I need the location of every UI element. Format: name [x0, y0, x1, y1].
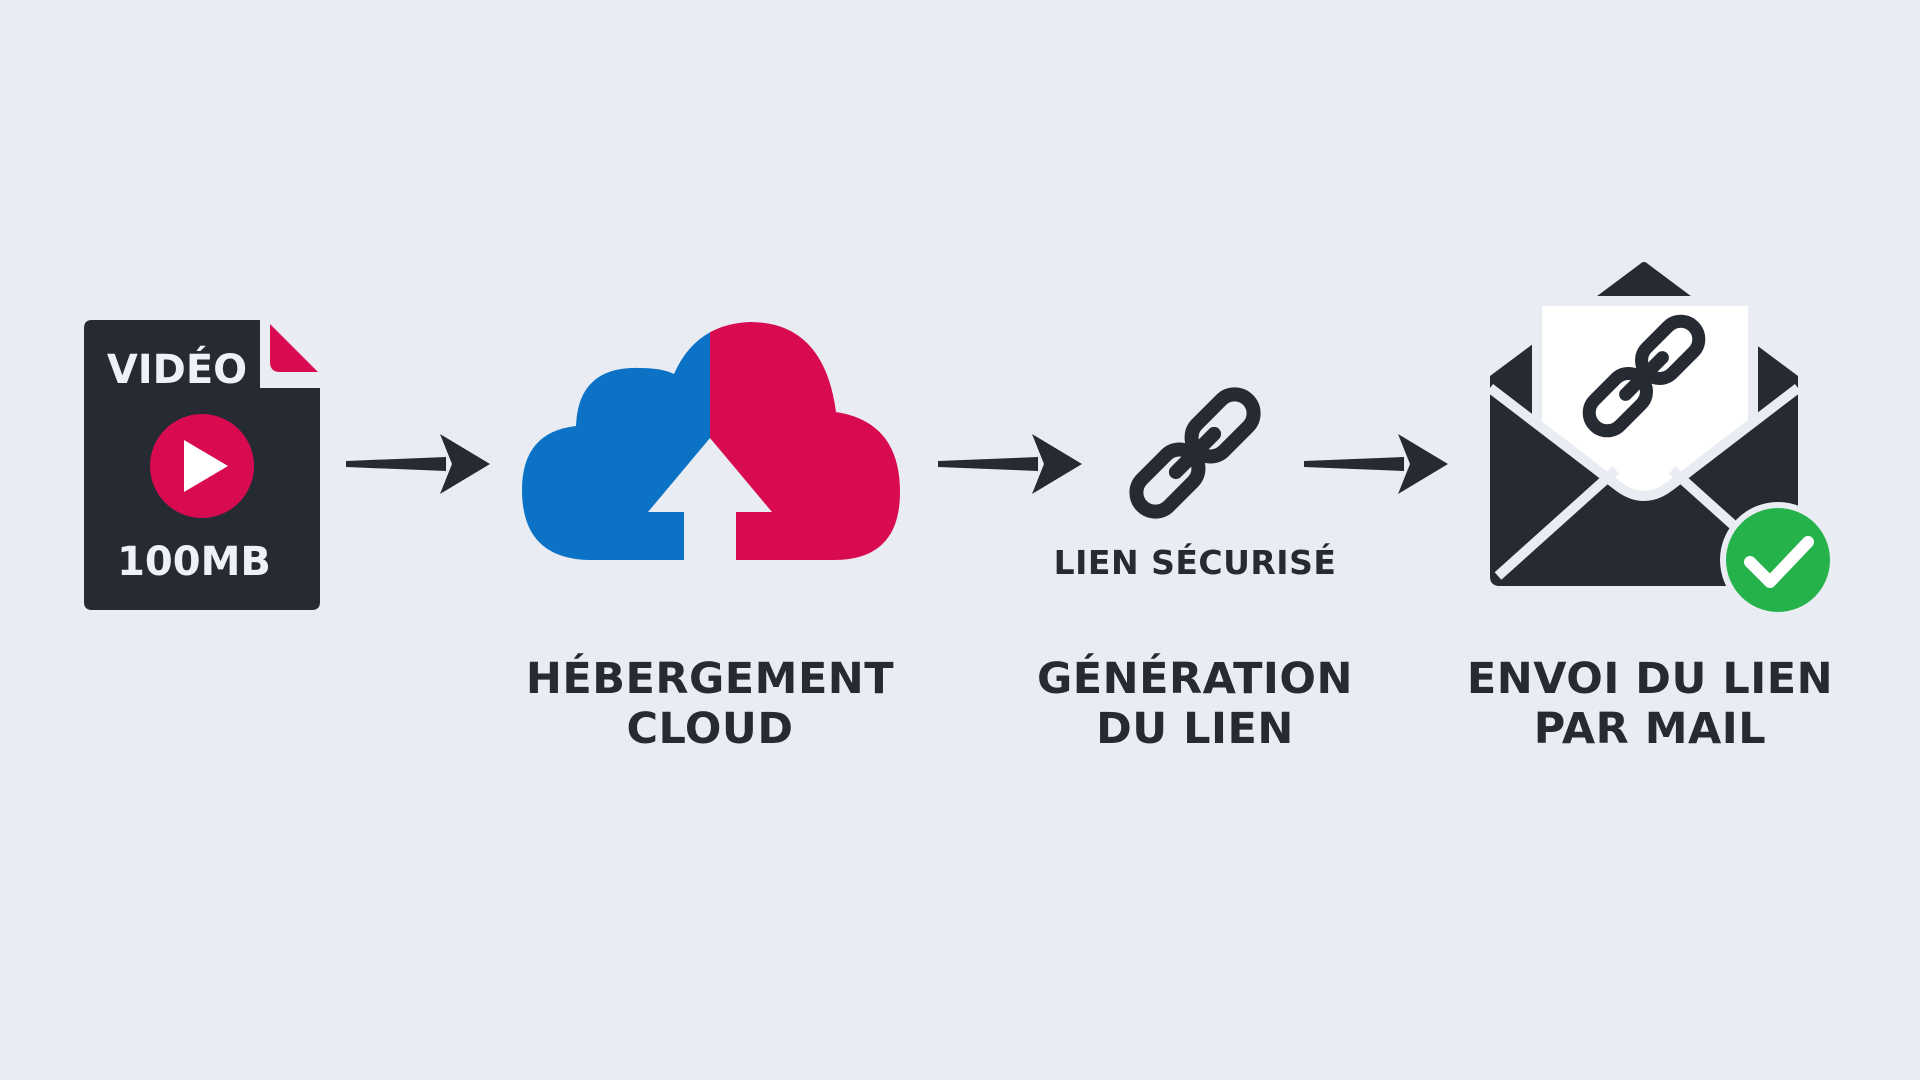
- video-file-icon: [84, 320, 320, 610]
- envelope-link-icon: [1486, 262, 1802, 586]
- step3-caption-line1: GÉNÉRATION: [1037, 654, 1353, 704]
- arrow-right-icon: [938, 434, 1082, 494]
- video-size-label: 100MB: [117, 539, 271, 585]
- link-icon: [1129, 387, 1261, 519]
- step2-caption-line1: HÉBERGEMENT: [525, 654, 895, 704]
- video-type-label: VIDÉO: [106, 347, 248, 393]
- cloud-upload-icon: [522, 322, 900, 562]
- arrow-right-icon: [1304, 434, 1448, 494]
- arrow-right-icon: [346, 434, 490, 494]
- step2-caption: HÉBERGEMENT CLOUD: [520, 654, 900, 754]
- step3-caption-line2: DU LIEN: [1096, 704, 1294, 754]
- check-badge-icon: [1720, 502, 1836, 618]
- upload-arrow-icon: [648, 438, 772, 562]
- step4-caption-line1: ENVOI DU LIEN: [1466, 654, 1834, 704]
- step2-caption-line2: CLOUD: [626, 704, 794, 754]
- check-icon: [1744, 536, 1814, 588]
- secure-link-label: LIEN SÉCURISÉ: [1053, 543, 1337, 582]
- step4-caption-line2: PAR MAIL: [1533, 704, 1767, 754]
- step4-caption: ENVOI DU LIEN PAR MAIL: [1450, 654, 1850, 754]
- play-icon: [184, 440, 228, 492]
- step3-caption: GÉNÉRATION DU LIEN: [1020, 654, 1370, 754]
